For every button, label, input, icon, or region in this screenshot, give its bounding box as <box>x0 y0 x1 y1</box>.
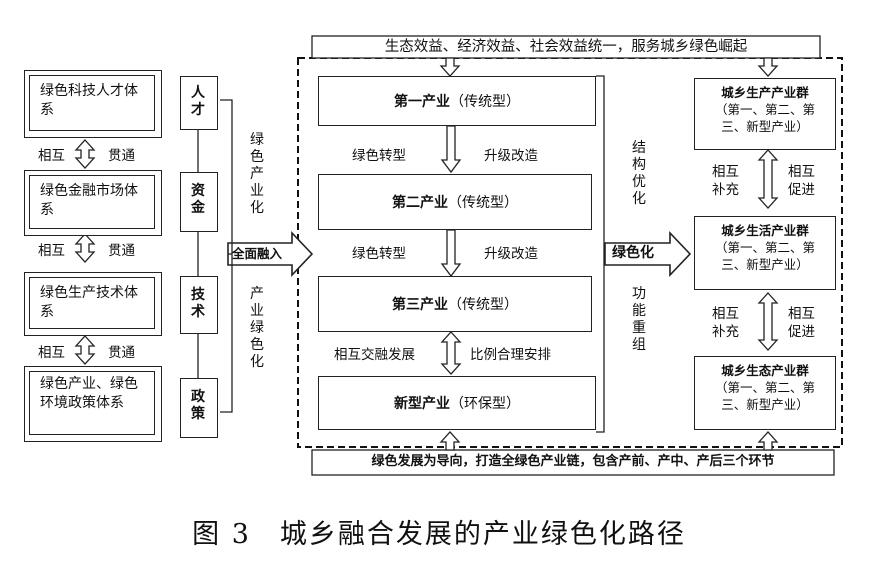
dashed-frame <box>297 57 843 448</box>
arrow-industry-1-2 <box>440 125 462 174</box>
top-banner-text: 生态效益、经济效益、社会效益统一，服务城乡绿色崛起 <box>384 39 748 55</box>
left-link-3-right: 贯通 <box>108 345 135 361</box>
industry-box-3: 第三产业（传统型） <box>318 276 592 332</box>
cluster-sub2-2: 三、新型产业） <box>721 257 809 272</box>
left-link-1-left: 相互 <box>38 148 65 164</box>
factor-label-4: 政策 <box>191 389 205 422</box>
cluster-link-1-r1: 相互 <box>788 164 815 180</box>
factor-label-2: 资金 <box>191 183 205 216</box>
cluster-link-2-r1: 相互 <box>788 306 815 322</box>
cluster-link-2-r2: 促进 <box>788 324 815 340</box>
arrow-industry-2-3 <box>440 229 462 278</box>
merge-arrow-label: 全面融入 <box>232 246 283 261</box>
cluster-box-3: 城乡生态产业群 （第一、第二、第 三、新型产业） <box>694 356 836 430</box>
left-bracket <box>220 99 233 413</box>
system-box-2: 绿色金融市场体系 <box>24 170 162 236</box>
arrow-top-to-industry <box>439 57 461 77</box>
green-arrow-shape <box>604 231 692 277</box>
system-label-1: 绿色科技人才体系 <box>29 75 155 131</box>
cluster-sub2-3: 三、新型产业） <box>721 397 809 412</box>
system-label-4: 绿色产业、绿色环境政策体系 <box>29 371 155 435</box>
system-box-1: 绿色科技人才体系 <box>24 70 162 138</box>
green-arrow-label: 绿色化 <box>612 245 654 261</box>
arrow-left-2-3 <box>74 233 96 263</box>
factor-label-1: 人才 <box>191 85 205 118</box>
cluster-title-1: 城乡生产产业群 <box>721 85 809 100</box>
industry-name-1: 第一产业 <box>394 94 450 110</box>
bottom-banner-text: 绿色发展为导向，打造全绿色产业链，包含产前、产中、产后三个环节 <box>371 454 775 469</box>
industry-box-2: 第二产业（传统型） <box>318 174 592 230</box>
factor-box-3: 技术 <box>180 276 218 334</box>
industry-box-1: 第一产业（传统型） <box>318 76 596 126</box>
arrow-industry-3-new <box>440 331 462 375</box>
factor-box-2: 资金 <box>180 172 218 232</box>
factor-box-4: 政策 <box>180 378 218 438</box>
factor-box-1: 人才 <box>180 76 218 130</box>
cluster-link-1-l2: 补充 <box>712 182 739 198</box>
system-box-3: 绿色生产技术体系 <box>24 272 162 336</box>
industry-link-3-right: 比例合理安排 <box>470 347 551 363</box>
system-box-4: 绿色产业、绿色环境政策体系 <box>24 366 162 442</box>
arrow-top-to-cluster <box>757 57 779 77</box>
label-structure-optimization: 结构优化 <box>632 140 646 207</box>
cluster-title-2: 城乡生活产业群 <box>721 223 809 238</box>
industry-type-2: （传统型） <box>448 195 518 211</box>
arrow-cluster-1-2 <box>757 149 779 209</box>
arrow-left-3-4 <box>74 335 96 365</box>
arrow-cluster-2-3 <box>757 292 779 351</box>
industry-name-3: 第三产业 <box>392 297 448 313</box>
cluster-title-3: 城乡生态产业群 <box>721 363 809 378</box>
bottom-banner-box <box>311 449 835 476</box>
left-link-1-right: 贯通 <box>108 148 135 164</box>
industry-link-1-right: 升级改造 <box>484 148 538 164</box>
factor-label-3: 技术 <box>191 287 205 320</box>
label-green-industrialization: 绿色产业化 <box>250 132 264 216</box>
label-industry-greening: 产业绿色化 <box>250 286 264 370</box>
cluster-link-1-l1: 相互 <box>712 164 739 180</box>
arrow-bottom-to-cluster <box>757 431 779 451</box>
industry-type-1: （传统型） <box>450 94 520 110</box>
cluster-sub1-3: （第一、第二、第 <box>714 380 815 395</box>
industry-box-4: 新型产业（环保型） <box>318 376 596 430</box>
industry-link-2-left: 绿色转型 <box>352 246 406 262</box>
cluster-link-2-l2: 补充 <box>712 324 739 340</box>
industry-name-4: 新型产业 <box>394 396 450 412</box>
system-label-2: 绿色金融市场体系 <box>29 175 155 229</box>
cluster-box-1: 城乡生产产业群 （第一、第二、第 三、新型产业） <box>694 78 836 150</box>
industry-link-1-left: 绿色转型 <box>352 148 406 164</box>
right-bracket <box>596 75 605 433</box>
cluster-sub1-2: （第一、第二、第 <box>714 240 815 255</box>
merge-arrow-shape <box>227 231 314 277</box>
industry-type-3: （传统型） <box>448 297 518 313</box>
industry-link-3-left: 相互交融发展 <box>334 347 415 363</box>
figure-caption: 图 3 城乡融合发展的产业绿色化路径 <box>192 519 686 550</box>
industry-name-2: 第二产业 <box>392 195 448 211</box>
system-label-3: 绿色生产技术体系 <box>29 277 155 329</box>
left-link-2-left: 相互 <box>38 243 65 259</box>
top-banner-box <box>311 35 821 59</box>
cluster-sub1-1: （第一、第二、第 <box>714 102 815 117</box>
cluster-link-1-r2: 促进 <box>788 182 815 198</box>
label-function-reorganization: 功能重组 <box>632 286 646 353</box>
cluster-box-2: 城乡生活产业群 （第一、第二、第 三、新型产业） <box>694 216 836 290</box>
left-link-2-right: 贯通 <box>108 243 135 259</box>
cluster-sub2-1: 三、新型产业） <box>721 119 809 134</box>
industry-type-4: （环保型） <box>450 396 520 412</box>
left-link-3-left: 相互 <box>38 345 65 361</box>
cluster-link-2-l1: 相互 <box>712 306 739 322</box>
arrow-left-1-2 <box>74 139 96 169</box>
industry-link-2-right: 升级改造 <box>484 246 538 262</box>
arrow-bottom-to-industry <box>439 431 461 451</box>
